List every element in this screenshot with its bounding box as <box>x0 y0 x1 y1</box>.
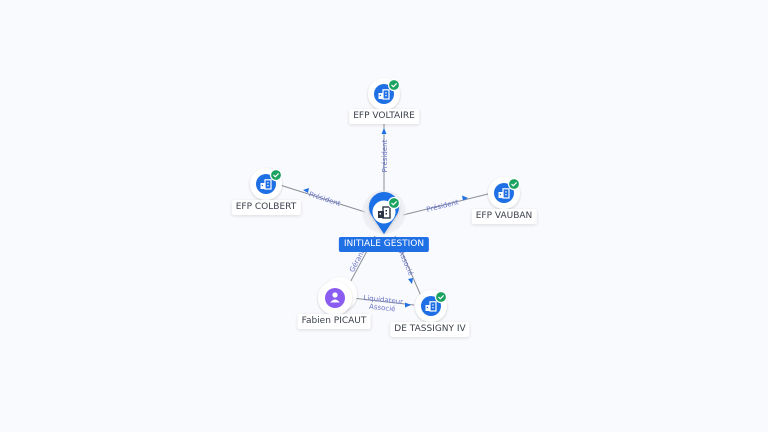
edge-vauban[interactable] <box>402 193 489 216</box>
arrowhead-picaut-tassigny <box>405 302 411 308</box>
node-tassigny[interactable] <box>415 290 448 322</box>
company-icon <box>425 301 437 312</box>
node-label-voltaire[interactable]: EFP VOLTAIRE <box>349 109 419 124</box>
company-icon <box>260 179 272 190</box>
arrowhead-tassigny <box>408 278 413 284</box>
edge-colbert[interactable] <box>279 184 366 213</box>
edge-label-colbert: Président <box>308 190 342 208</box>
node-main[interactable] <box>362 190 406 234</box>
verified-check-icon <box>269 168 283 182</box>
verified-check-icon <box>387 78 401 92</box>
arrowhead-voltaire <box>381 128 387 134</box>
verified-check-icon <box>387 196 401 210</box>
node-vauban[interactable] <box>488 177 521 209</box>
edge-label-tassigny: Associé <box>397 249 415 276</box>
node-label-tassigny[interactable]: DE TASSIGNY IV <box>390 322 470 337</box>
node-picaut[interactable] <box>318 277 357 315</box>
company-icon <box>378 89 390 100</box>
node-colbert[interactable] <box>250 168 283 200</box>
node-label-picaut[interactable]: Fabien PICAUT <box>297 314 371 329</box>
arrowhead-colbert <box>303 188 309 193</box>
person-icon <box>330 292 340 303</box>
company-icon <box>378 206 391 219</box>
node-label-vauban[interactable]: EFP VAUBAN <box>471 209 537 224</box>
edge-label-picaut-tassigny-2: Associé <box>369 303 396 314</box>
edge-label-vauban: Président <box>426 198 460 214</box>
verified-check-icon <box>507 177 521 191</box>
edge-label-voltaire: Président <box>381 139 389 172</box>
verified-check-icon <box>434 290 448 304</box>
edge-picaut-tassigny[interactable] <box>351 297 415 306</box>
company-icon <box>498 188 510 199</box>
node-voltaire[interactable] <box>368 78 401 110</box>
arrowhead-vauban <box>462 195 468 201</box>
node-label-main[interactable]: INITIALE GESTION <box>338 237 430 252</box>
node-label-colbert[interactable]: EFP COLBERT <box>231 200 301 215</box>
